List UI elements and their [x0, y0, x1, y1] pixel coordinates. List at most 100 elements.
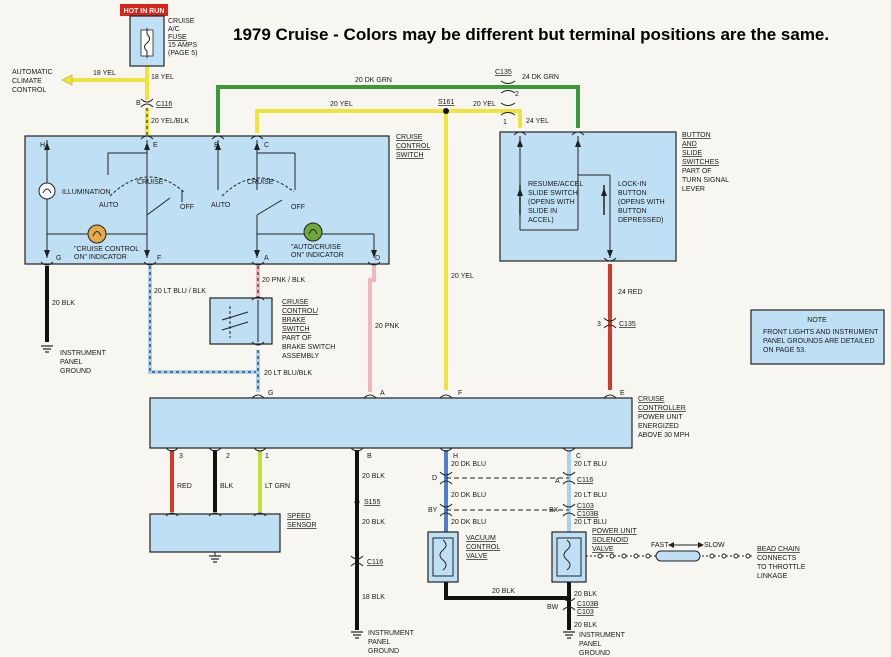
- svg-text:C135: C135: [619, 321, 636, 328]
- svg-text:SLIDE: SLIDE: [682, 150, 703, 157]
- ground-icon: [351, 631, 363, 639]
- wire-label: 20 YEL: [451, 273, 474, 280]
- svg-text:SWITCH: SWITCH: [396, 152, 424, 159]
- cruise-switch-label: CRUISE CONTROL SWITCH: [396, 134, 430, 159]
- svg-text:PANEL GROUNDS ARE DETAILED: PANEL GROUNDS ARE DETAILED: [763, 338, 875, 345]
- switch-terminal-bumps: [40, 135, 381, 266]
- off-label: OFF: [180, 204, 194, 211]
- wire-label: 20 DK BLU: [451, 492, 486, 499]
- svg-text:BUTTON: BUTTON: [618, 208, 647, 215]
- svg-text:CRUISE: CRUISE: [638, 396, 665, 403]
- svg-text:2: 2: [515, 91, 519, 98]
- brake-switch-label: CRUISE CONTROL/ BRAKE SWITCH PART OF BRA…: [282, 299, 335, 360]
- svg-text:CONTROL: CONTROL: [12, 87, 46, 94]
- wire-dk-grn: [216, 85, 580, 133]
- svg-text:CONTROL: CONTROL: [396, 143, 430, 150]
- cruise-indicator-label: "CRUISE CONTROL ON" INDICATOR: [74, 246, 139, 261]
- wire-label: 20 YEL: [330, 101, 353, 108]
- wire-label: 18 BLK: [362, 594, 385, 601]
- wire-label: 20 BLK: [362, 519, 385, 526]
- svg-text:VALVE: VALVE: [466, 553, 488, 560]
- svg-text:RESUME/ACCEL: RESUME/ACCEL: [528, 181, 583, 188]
- wire-label: 20 YEL: [473, 101, 496, 108]
- svg-text:BW: BW: [547, 604, 559, 611]
- svg-text:PART OF: PART OF: [682, 168, 712, 175]
- svg-text:C103: C103: [577, 609, 594, 616]
- controller-terminals-bottom: 3 2 1 B H C: [165, 447, 581, 460]
- wire-label: 20 PNK / BLK: [262, 277, 306, 284]
- svg-text:BX: BX: [549, 507, 559, 514]
- instrument-panel-ground-label: INSTRUMENT PANEL GROUND: [60, 350, 107, 375]
- note-heading: NOTE: [807, 317, 827, 324]
- wire-label: 20 BLK: [574, 591, 597, 598]
- svg-text:ON" INDICATOR: ON" INDICATOR: [291, 252, 344, 259]
- svg-text:VALVE: VALVE: [592, 546, 614, 553]
- svg-text:TO THROTTLE: TO THROTTLE: [757, 564, 806, 571]
- cruise-label: CRUISE: [247, 179, 274, 186]
- wire-label: 20 PNK: [375, 323, 399, 330]
- svg-text:INSTRUMENT: INSTRUMENT: [60, 350, 107, 357]
- hot-in-run-tag: [120, 4, 168, 16]
- svg-text:15 AMPS: 15 AMPS: [168, 42, 198, 49]
- illumination-lamp-icon: [38, 182, 56, 200]
- svg-text:ENERGIZED: ENERGIZED: [638, 423, 679, 430]
- svg-text:AND: AND: [682, 141, 697, 148]
- svg-text:VACUUM: VACUUM: [466, 535, 496, 542]
- svg-text:C: C: [264, 142, 269, 149]
- svg-text:FUSE: FUSE: [168, 34, 187, 41]
- svg-text:POWER UNIT: POWER UNIT: [638, 414, 683, 421]
- svg-text:E: E: [620, 390, 625, 397]
- connector-c116-right: A C116: [555, 471, 593, 485]
- connector-c116-top: B C116: [136, 98, 172, 108]
- wire-label: RED: [177, 483, 192, 490]
- svg-text:A/C: A/C: [168, 26, 180, 33]
- bead-chain-label: BEAD CHAIN CONNECTS TO THROTTLE LINKAGE: [757, 546, 806, 580]
- switch-terminals-top: H E B C G F A D: [40, 142, 380, 262]
- brake-switch-wiring: [221, 296, 265, 346]
- svg-text:C: C: [576, 453, 581, 460]
- speed-sensor-bumps: [165, 512, 267, 517]
- auto-cruise-indicator-lamp-icon: [303, 222, 323, 242]
- svg-text:DEPRESSED): DEPRESSED): [618, 217, 664, 224]
- resume-accel-label: RESUME/ACCEL SLIDE SWITCH (OPENS WITH SL…: [528, 181, 583, 224]
- svg-text:INSTRUMENT: INSTRUMENT: [368, 630, 415, 637]
- svg-text:ON PAGE 53.: ON PAGE 53.: [763, 347, 806, 354]
- wire-label: 20 LT BLU: [574, 461, 607, 468]
- connector-c103b-bottom: BW C103B C103: [547, 597, 599, 616]
- svg-text:PANEL: PANEL: [368, 639, 391, 646]
- wire-label: 18 YEL: [93, 70, 116, 77]
- connector-c116-bottom: C116: [350, 555, 383, 567]
- svg-text:C116: C116: [577, 477, 593, 484]
- svg-text:LEVER: LEVER: [682, 186, 705, 193]
- svg-text:SWITCH: SWITCH: [282, 326, 310, 333]
- instrument-panel-ground-label: INSTRUMENT PANEL GROUND: [368, 630, 415, 655]
- wire-18-yel: [61, 66, 149, 100]
- wire-label: BLK: [220, 483, 234, 490]
- wire-label: 24 RED: [618, 289, 643, 296]
- svg-text:C103B: C103B: [577, 511, 599, 518]
- svg-text:PART OF: PART OF: [282, 335, 312, 342]
- svg-text:CRUISE: CRUISE: [396, 134, 423, 141]
- wire-label: 18 YEL: [151, 74, 174, 81]
- svg-text:POWER UNIT: POWER UNIT: [592, 528, 637, 535]
- wire-label: 20 BLK: [52, 300, 75, 307]
- svg-text:"CRUISE CONTROL: "CRUISE CONTROL: [74, 246, 139, 253]
- note-box: [750, 309, 885, 365]
- wire-label: LT GRN: [265, 483, 290, 490]
- auto-climate-label: AUTOMATIC CLIMATE CONTROL: [12, 69, 53, 94]
- svg-text:E: E: [153, 142, 158, 149]
- wire-label: 20 DK GRN: [355, 77, 392, 84]
- fast-label: FAST: [651, 542, 669, 549]
- splice-s161: S161: [438, 99, 454, 106]
- svg-text:CONTROL/: CONTROL/: [282, 308, 318, 315]
- diagram-title: 1979 Cruise - Colors may be different bu…: [233, 25, 829, 44]
- svg-text:C116: C116: [156, 101, 172, 108]
- fast-slow-arrow-icon: [668, 542, 704, 548]
- vacuum-valve-label: VACUUM CONTROL VALVE: [466, 535, 500, 560]
- ground-icon: [41, 345, 53, 353]
- wire-label: 20 LT BLU: [574, 519, 607, 526]
- wire-label: 20 LT BLU: [574, 492, 607, 499]
- connector-d: D: [432, 471, 453, 485]
- svg-text:G: G: [56, 255, 61, 262]
